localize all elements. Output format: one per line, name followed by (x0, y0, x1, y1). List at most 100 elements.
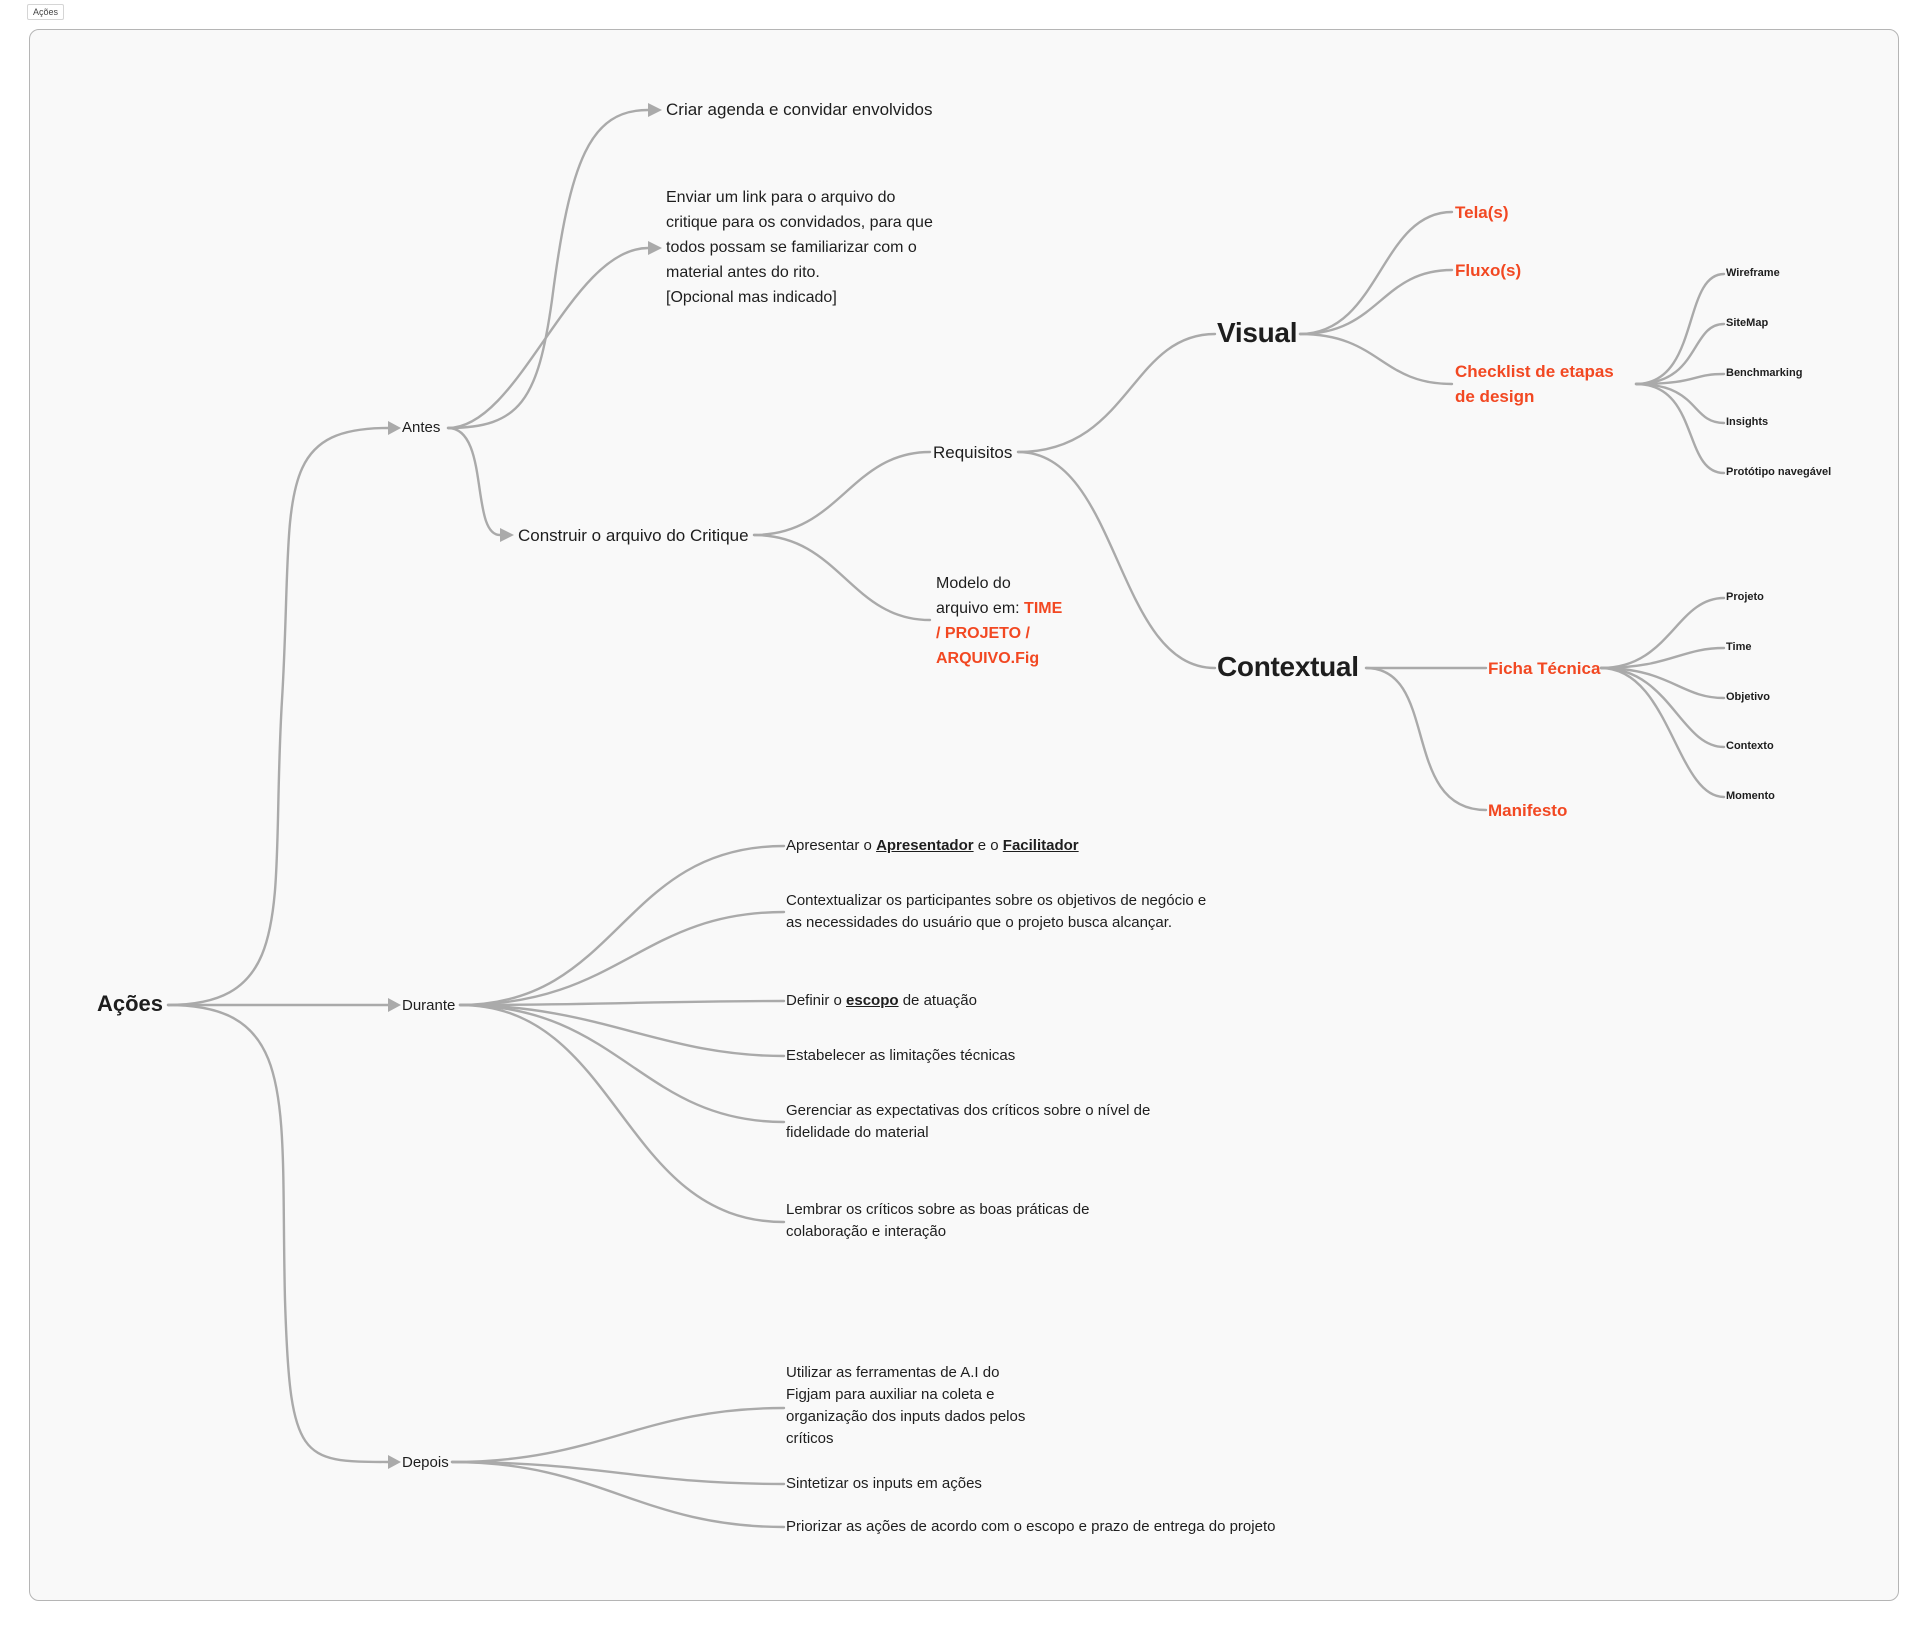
connector-antes-enviar (446, 246, 650, 430)
node-ficha-tecnica[interactable]: Ficha Técnica (1488, 659, 1601, 678)
arrowhead-construir (500, 528, 514, 542)
node-contextualizar-line-2: as necessidades do usuário que o projeto… (786, 914, 1173, 931)
connector-depois-priorizar (450, 1460, 786, 1529)
connector-checklist-insights (1634, 382, 1726, 425)
node-enviar-line-3: todos possam se familiarizar com o (666, 239, 917, 256)
node-depois[interactable]: Depois (402, 1454, 449, 1471)
node-criar-agenda[interactable]: Criar agenda e convidar envolvidos (666, 100, 933, 119)
node-sintetizar[interactable]: Sintetizar os inputs em ações (786, 1475, 982, 1492)
node-definir-escopo-word: escopo (846, 992, 899, 1009)
node-definir-suffix: de atuação (898, 992, 977, 1009)
arrowhead-agenda (648, 103, 662, 117)
node-enviar-line-5: [Opcional mas indicado] (666, 289, 837, 306)
node-insights[interactable]: Insights (1726, 416, 1769, 428)
node-lembrar[interactable]: Lembrar os críticos sobre as boas prátic… (786, 1199, 1089, 1243)
connector-antes-construir (446, 426, 502, 537)
connector-depois-sintetizar (450, 1460, 786, 1486)
node-gerenciar-line-1: Gerenciar as expectativas dos críticos s… (786, 1102, 1151, 1119)
node-objetivo[interactable]: Objetivo (1726, 691, 1771, 703)
node-utilizar-line-1: Utilizar as ferramentas de A.I do (786, 1364, 1000, 1381)
node-requisitos[interactable]: Requisitos (933, 443, 1013, 462)
node-apresentar-prefix: Apresentar o (786, 837, 877, 854)
node-modelo-line-2-red: TIME (1024, 600, 1063, 617)
arrowhead-depois (388, 1455, 401, 1469)
connector-ficha-projeto (1599, 596, 1726, 670)
node-apresentar[interactable]: Apresentar o Apresentador e o Facilitado… (786, 835, 1079, 857)
connector-ficha-objetivo (1599, 666, 1726, 700)
node-checklist[interactable]: Checklist de etapas de design (1455, 359, 1614, 409)
connector-contextual-manifesto (1364, 666, 1488, 812)
node-momento[interactable]: Momento (1726, 790, 1775, 802)
node-durante[interactable]: Durante (402, 997, 456, 1014)
connector-visual-checklist (1298, 332, 1454, 386)
node-visual[interactable]: Visual (1217, 317, 1298, 348)
node-modelo-arquivo[interactable]: Modelo do arquivo em: TIME / PROJETO / A… (936, 571, 1062, 671)
node-enviar-link[interactable]: Enviar um link para o arquivo do critiqu… (666, 185, 933, 310)
node-modelo-line-2: arquivo em: TIME (936, 596, 1062, 621)
node-modelo-line-2-prefix: arquivo em: (936, 600, 1025, 617)
node-modelo-line-3: / PROJETO / (936, 625, 1030, 642)
node-lembrar-line-1: Lembrar os críticos sobre as boas prátic… (786, 1201, 1090, 1218)
node-checklist-line-2: de design (1455, 387, 1535, 406)
connector-requisitos-visual (1016, 332, 1217, 454)
connector-durante-gerenciar (458, 1003, 786, 1124)
connector-checklist-wireframe (1634, 272, 1726, 386)
node-estabelecer[interactable]: Estabelecer as limitações técnicas (786, 1047, 1016, 1064)
node-apresentar-mid: e o (973, 837, 1003, 854)
node-gerenciar[interactable]: Gerenciar as expectativas dos críticos s… (786, 1100, 1150, 1144)
node-manifesto[interactable]: Manifesto (1488, 801, 1568, 820)
node-fluxos[interactable]: Fluxo(s) (1455, 261, 1522, 280)
node-telas[interactable]: Tela(s) (1455, 203, 1509, 222)
node-contextual[interactable]: Contextual (1217, 651, 1359, 682)
connector-durante-contextualizar (458, 910, 786, 1007)
arrowhead-enviar (648, 241, 662, 255)
connector-visual-fluxos (1298, 268, 1454, 336)
node-wireframe[interactable]: Wireframe (1726, 267, 1780, 279)
node-contextualizar[interactable]: Contextualizar os participantes sobre os… (786, 890, 1206, 934)
root-node-acoes[interactable]: Ações (97, 991, 164, 1016)
node-contexto[interactable]: Contexto (1726, 740, 1774, 752)
node-checklist-line-1: Checklist de etapas (1455, 362, 1614, 381)
node-construir-arquivo[interactable]: Construir o arquivo do Critique (518, 526, 749, 545)
node-modelo-line-4: ARQUIVO.Fig (936, 650, 1040, 667)
node-enviar-line-2: critique para os convidados, para que (666, 214, 933, 231)
connector-ficha-time (1599, 646, 1726, 670)
node-sitemap[interactable]: SiteMap (1726, 317, 1769, 329)
node-modelo-line-1: Modelo do (936, 575, 1011, 592)
connector-construir-requisitos (752, 450, 932, 537)
node-utilizar-line-2: Figjam para auxiliar na coleta e (786, 1386, 995, 1403)
arrowhead-antes (388, 421, 401, 435)
node-prototipo[interactable]: Protótipo navegável (1726, 466, 1832, 478)
connector-root-depois (166, 1003, 390, 1464)
connector-durante-estabelecer (458, 1003, 786, 1058)
connector-checklist-sitemap (1634, 322, 1726, 386)
connector-antes-agenda (446, 108, 650, 430)
node-utilizar-line-3: organização dos inputs dados pelos (786, 1408, 1026, 1425)
node-time[interactable]: Time (1726, 641, 1752, 653)
node-enviar-line-4: material antes do rito. (666, 264, 820, 281)
node-enviar-line-1: Enviar um link para o arquivo do (666, 189, 896, 206)
connector-checklist-prototipo (1634, 382, 1726, 475)
node-priorizar[interactable]: Priorizar as ações de acordo com o escop… (786, 1518, 1276, 1535)
connector-depois-utilizar (450, 1406, 786, 1464)
node-utilizar-line-4: críticos (786, 1430, 834, 1447)
node-apresentar-facilitador: Facilitador (1002, 837, 1079, 854)
node-benchmarking[interactable]: Benchmarking (1726, 367, 1803, 379)
connector-durante-lembrar (458, 1003, 786, 1224)
connector-root-antes (166, 426, 390, 1007)
node-projeto[interactable]: Projeto (1726, 591, 1764, 603)
arrowhead-durante (388, 998, 401, 1012)
node-utilizar-ai[interactable]: Utilizar as ferramentas de A.I do Figjam… (786, 1362, 1025, 1450)
connector-durante-definir (458, 999, 786, 1007)
frame-title-tab[interactable]: Ações (27, 4, 65, 20)
node-contextualizar-line-1: Contextualizar os participantes sobre os… (786, 892, 1207, 909)
node-apresentar-apresentador: Apresentador (876, 837, 974, 854)
mindmap-frame (29, 29, 1899, 1601)
node-definir-escopo[interactable]: Definir o escopo de atuação (786, 990, 977, 1012)
connector-ficha-contexto (1599, 666, 1726, 749)
node-antes[interactable]: Antes (402, 419, 441, 436)
node-gerenciar-line-2: fidelidade do material (786, 1124, 929, 1141)
node-definir-prefix: Definir o (786, 992, 847, 1009)
